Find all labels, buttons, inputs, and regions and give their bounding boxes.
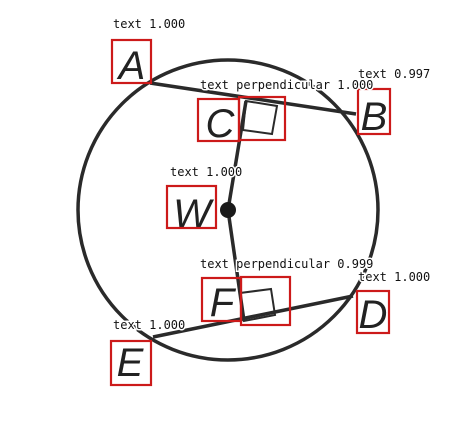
detection-tag-f: text perpendicular 0.999 bbox=[200, 257, 373, 271]
label-f: F bbox=[210, 281, 237, 325]
label-b: B bbox=[361, 95, 388, 139]
detection-box-c-perpendicular bbox=[237, 95, 287, 142]
chord-ed bbox=[152, 294, 354, 339]
detection-box-f-perpendicular bbox=[239, 275, 292, 327]
detection-box-b bbox=[356, 87, 392, 136]
detection-tag-a: text 1.000 bbox=[113, 17, 185, 31]
chord-ab bbox=[149, 81, 357, 116]
detection-box-w bbox=[165, 184, 218, 230]
label-w: W bbox=[173, 192, 214, 236]
point-labels: A B C W F D E bbox=[117, 44, 388, 385]
detection-tag-w: text 1.000 bbox=[170, 165, 242, 179]
label-a: A bbox=[117, 44, 146, 88]
detection-tag-d: text 1.000 bbox=[358, 270, 430, 284]
detection-box-a bbox=[110, 38, 153, 85]
label-c: C bbox=[206, 102, 236, 146]
detection-box-d bbox=[355, 289, 391, 335]
detection-tag-b: text 0.997 bbox=[358, 67, 430, 81]
detection-overlays: text 1.000 text 0.997 text perpendicular… bbox=[109, 16, 432, 387]
label-d: D bbox=[359, 293, 388, 337]
detection-box-e bbox=[109, 339, 153, 387]
right-angle-mark-c bbox=[241, 99, 279, 136]
label-e: E bbox=[117, 341, 145, 385]
detection-tag-c: text perpendicular 1.000 bbox=[200, 78, 373, 92]
segment-wc bbox=[226, 100, 248, 211]
detection-tag-e: text 1.000 bbox=[113, 318, 185, 332]
center-point-w bbox=[220, 202, 236, 218]
circle bbox=[76, 58, 380, 362]
